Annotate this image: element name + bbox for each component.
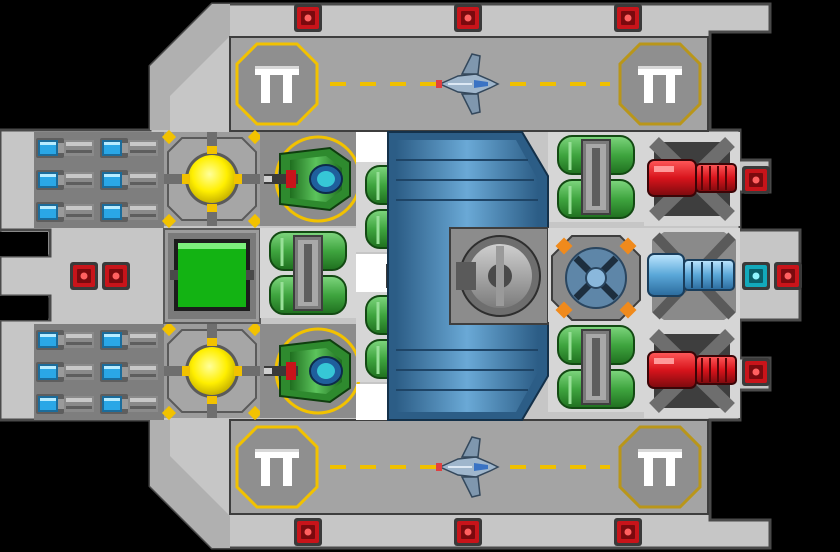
landing-pad-bottom-left[interactable] — [235, 425, 319, 509]
tank-1[interactable] — [258, 226, 358, 320]
red-light-icon — [294, 4, 322, 32]
battery-bank-bottom[interactable] — [34, 324, 164, 420]
landing-pad-top-left[interactable] — [235, 42, 319, 126]
cannon-bottom[interactable] — [644, 324, 740, 418]
cyan-light-icon — [742, 262, 770, 290]
turret-bottom[interactable] — [258, 322, 362, 420]
reactor-top[interactable] — [160, 128, 264, 230]
red-light-icon — [742, 166, 770, 194]
red-light-icon — [454, 4, 482, 32]
red-light-icon — [614, 4, 642, 32]
landing-bay-bottom[interactable] — [229, 419, 709, 515]
red-light-icon — [294, 518, 322, 546]
red-light-icon — [70, 262, 98, 290]
red-light-icon — [102, 262, 130, 290]
red-light-icon — [774, 262, 802, 290]
green-screen-icon — [170, 239, 254, 311]
tank-5[interactable] — [546, 320, 646, 414]
turret-top[interactable] — [258, 130, 362, 228]
battery-bank-top[interactable] — [34, 132, 164, 228]
red-light-icon — [614, 518, 642, 546]
command-core-icon — [456, 235, 541, 317]
red-light-icon — [454, 518, 482, 546]
cross-hub-icon — [551, 235, 641, 321]
landing-pad-top-right[interactable] — [618, 42, 702, 126]
landing-bay-top[interactable] — [229, 36, 709, 132]
blue-core[interactable] — [387, 131, 549, 421]
cannon-top[interactable] — [644, 132, 740, 226]
landing-pad-bottom-right[interactable] — [618, 425, 702, 509]
ion-cannon[interactable] — [644, 228, 740, 324]
engine-hub[interactable] — [548, 228, 644, 322]
reactor-bottom[interactable] — [160, 320, 264, 422]
shield-generator[interactable] — [163, 228, 261, 324]
red-light-icon — [742, 358, 770, 386]
tank-4[interactable] — [546, 130, 646, 224]
